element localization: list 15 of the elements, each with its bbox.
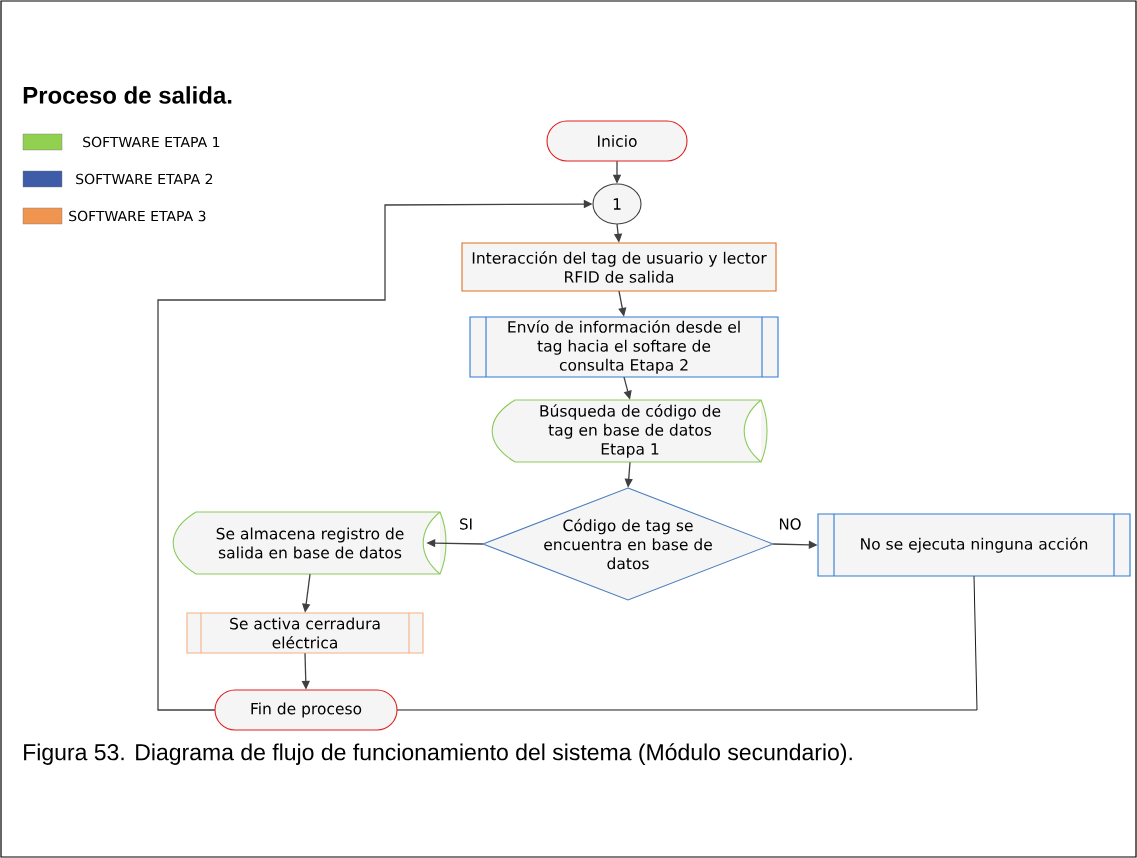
caption: Figura 53. Diagrama de flujo de funcionamiento del sistema (Módulo secundario). xyxy=(24,743,852,765)
edge-label: SI xyxy=(458,517,474,531)
terminator-box: Inicio xyxy=(546,120,688,162)
subprocess-box: No se ejecuta ninguna acción xyxy=(817,513,1131,577)
data-storage-box: Se almacena registro de salida en base de datos xyxy=(172,511,447,575)
legend-label: SOFTWARE ETAPA 2 xyxy=(76,173,213,185)
subprocess-box: Envío de información desde el tag hacia el softare de consulta Etapa 2 xyxy=(469,316,779,378)
process-box: Interacción del tag de usuario y lector RFID de salida xyxy=(461,242,777,292)
subprocess-box: Se activa cerradura eléctrica xyxy=(186,612,424,654)
legend-label: SOFTWARE ETAPA 1 xyxy=(83,136,220,148)
edge-label: NO xyxy=(777,517,803,531)
terminator-box: Fin de proceso xyxy=(214,689,398,731)
data-storage-box: Búsqueda de código de tag en base de datos Etapa 1 xyxy=(491,399,768,463)
legend-label: SOFTWARE ETAPA 3 xyxy=(69,210,206,222)
title: Proceso de salida. xyxy=(23,86,232,104)
